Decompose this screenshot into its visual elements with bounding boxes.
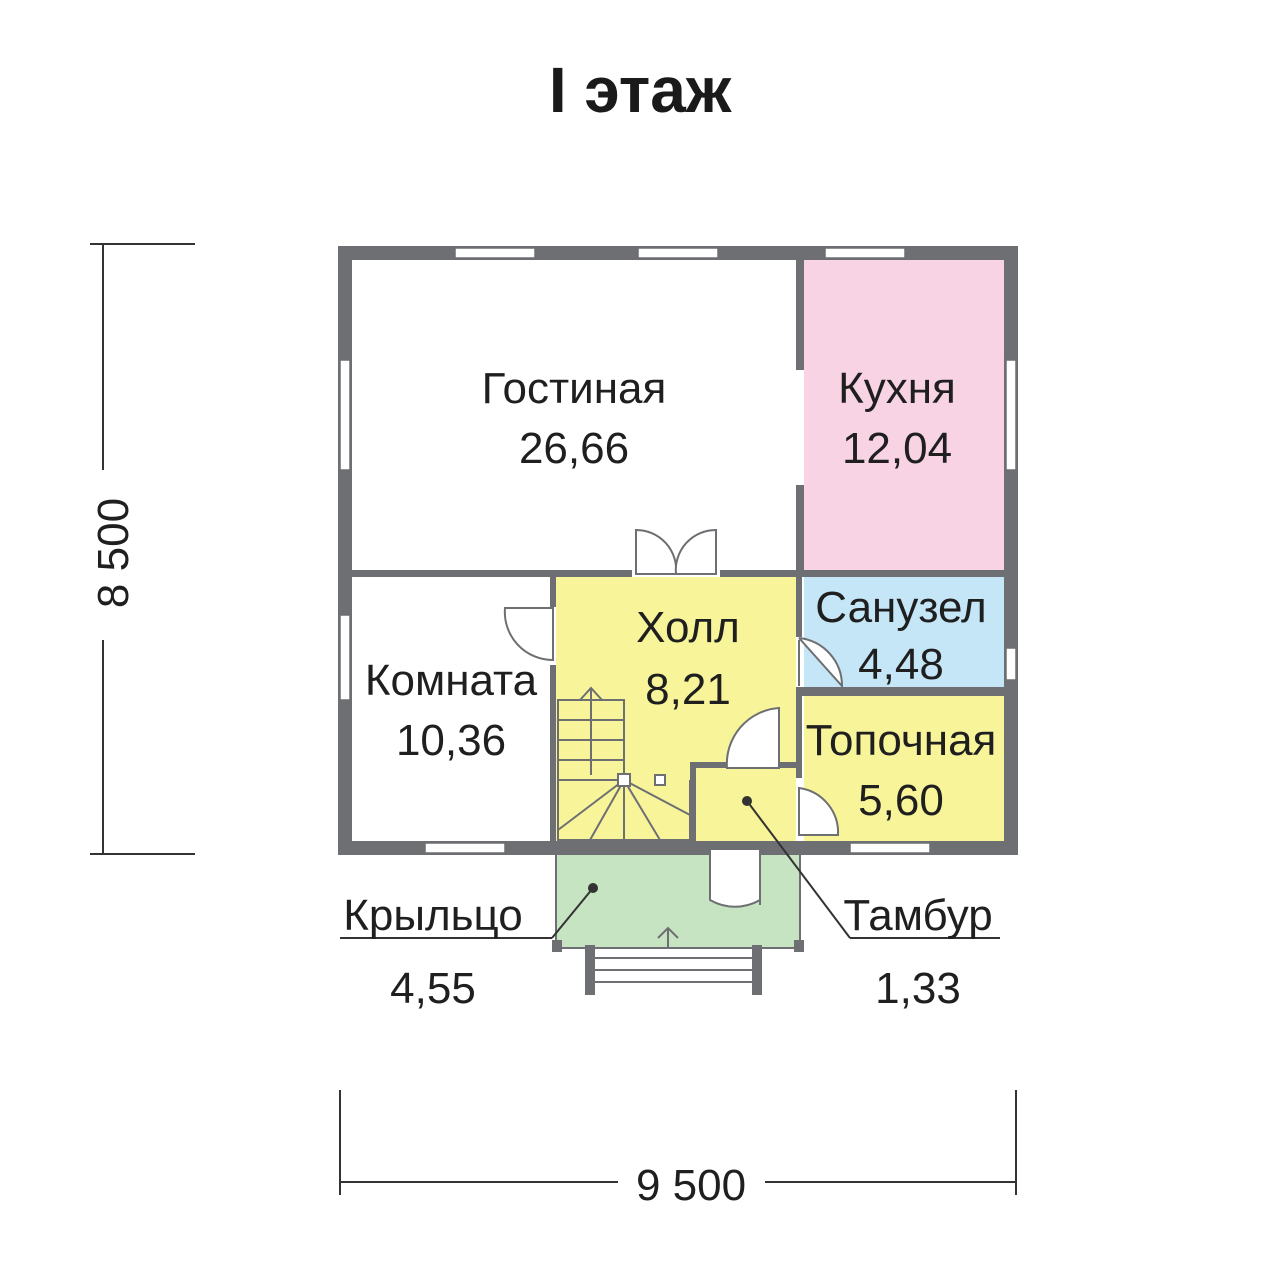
wall-interior — [796, 577, 802, 637]
wall-right — [1004, 246, 1018, 855]
porch-outline — [552, 855, 804, 995]
kitchen-fill — [804, 260, 1005, 570]
wall-bottom — [338, 841, 1018, 855]
window — [424, 842, 506, 854]
door — [709, 850, 761, 908]
room-name-room: Комната — [365, 656, 538, 705]
window — [339, 359, 351, 471]
window — [1005, 647, 1017, 681]
height-label: 8 500 — [89, 498, 138, 608]
hall-fill — [556, 577, 796, 841]
room-name-porch: Крыльцо — [343, 891, 523, 940]
wall-interior — [796, 696, 802, 778]
room-area-porch: 4,55 — [390, 964, 476, 1013]
window — [1005, 359, 1017, 471]
vestibule-leader — [742, 796, 1000, 939]
page-title: I этаж — [549, 54, 732, 126]
room-area-boiler: 5,60 — [858, 776, 944, 825]
room-area-vestibule: 1,33 — [875, 964, 961, 1013]
wall-left — [338, 246, 352, 855]
window — [339, 614, 351, 701]
door — [798, 637, 844, 689]
door — [635, 528, 678, 575]
door — [674, 528, 717, 575]
room-area-room: 10,36 — [396, 716, 506, 765]
door — [503, 607, 554, 662]
boiler-room-fill — [804, 696, 1005, 841]
room-area-living: 26,66 — [519, 424, 629, 473]
staircase — [557, 686, 691, 841]
room-area-kitchen: 12,04 — [842, 424, 952, 473]
room-area-bathroom: 4,48 — [858, 640, 944, 689]
room-name-boiler: Топочная — [806, 716, 997, 765]
window — [849, 842, 931, 854]
wall-interior — [550, 665, 556, 841]
wall-interior — [720, 570, 1004, 577]
wall-interior — [690, 762, 696, 841]
room-name-kitchen: Кухня — [838, 364, 956, 413]
wall-interior — [796, 260, 804, 370]
room-name-hall: Холл — [636, 603, 740, 652]
door — [725, 706, 780, 769]
wall-interior — [550, 577, 556, 607]
room-name-vestibule: Тамбур — [843, 891, 992, 940]
room-name-bathroom: Санузел — [815, 583, 986, 632]
porch-leader — [340, 883, 598, 939]
width-dimension: 9 500 — [339, 1090, 1017, 1210]
height-dimension: 8 500 — [89, 243, 195, 855]
room-name-living: Гостиная — [482, 364, 667, 413]
room-area-hall: 8,21 — [645, 665, 731, 714]
window — [824, 247, 906, 259]
porch-fill — [556, 855, 800, 947]
window — [637, 247, 719, 259]
door — [798, 786, 840, 836]
window — [454, 247, 536, 259]
wall-interior — [352, 570, 632, 577]
width-label: 9 500 — [636, 1161, 746, 1210]
wall-interior — [796, 687, 1004, 696]
wall-interior — [796, 485, 804, 577]
